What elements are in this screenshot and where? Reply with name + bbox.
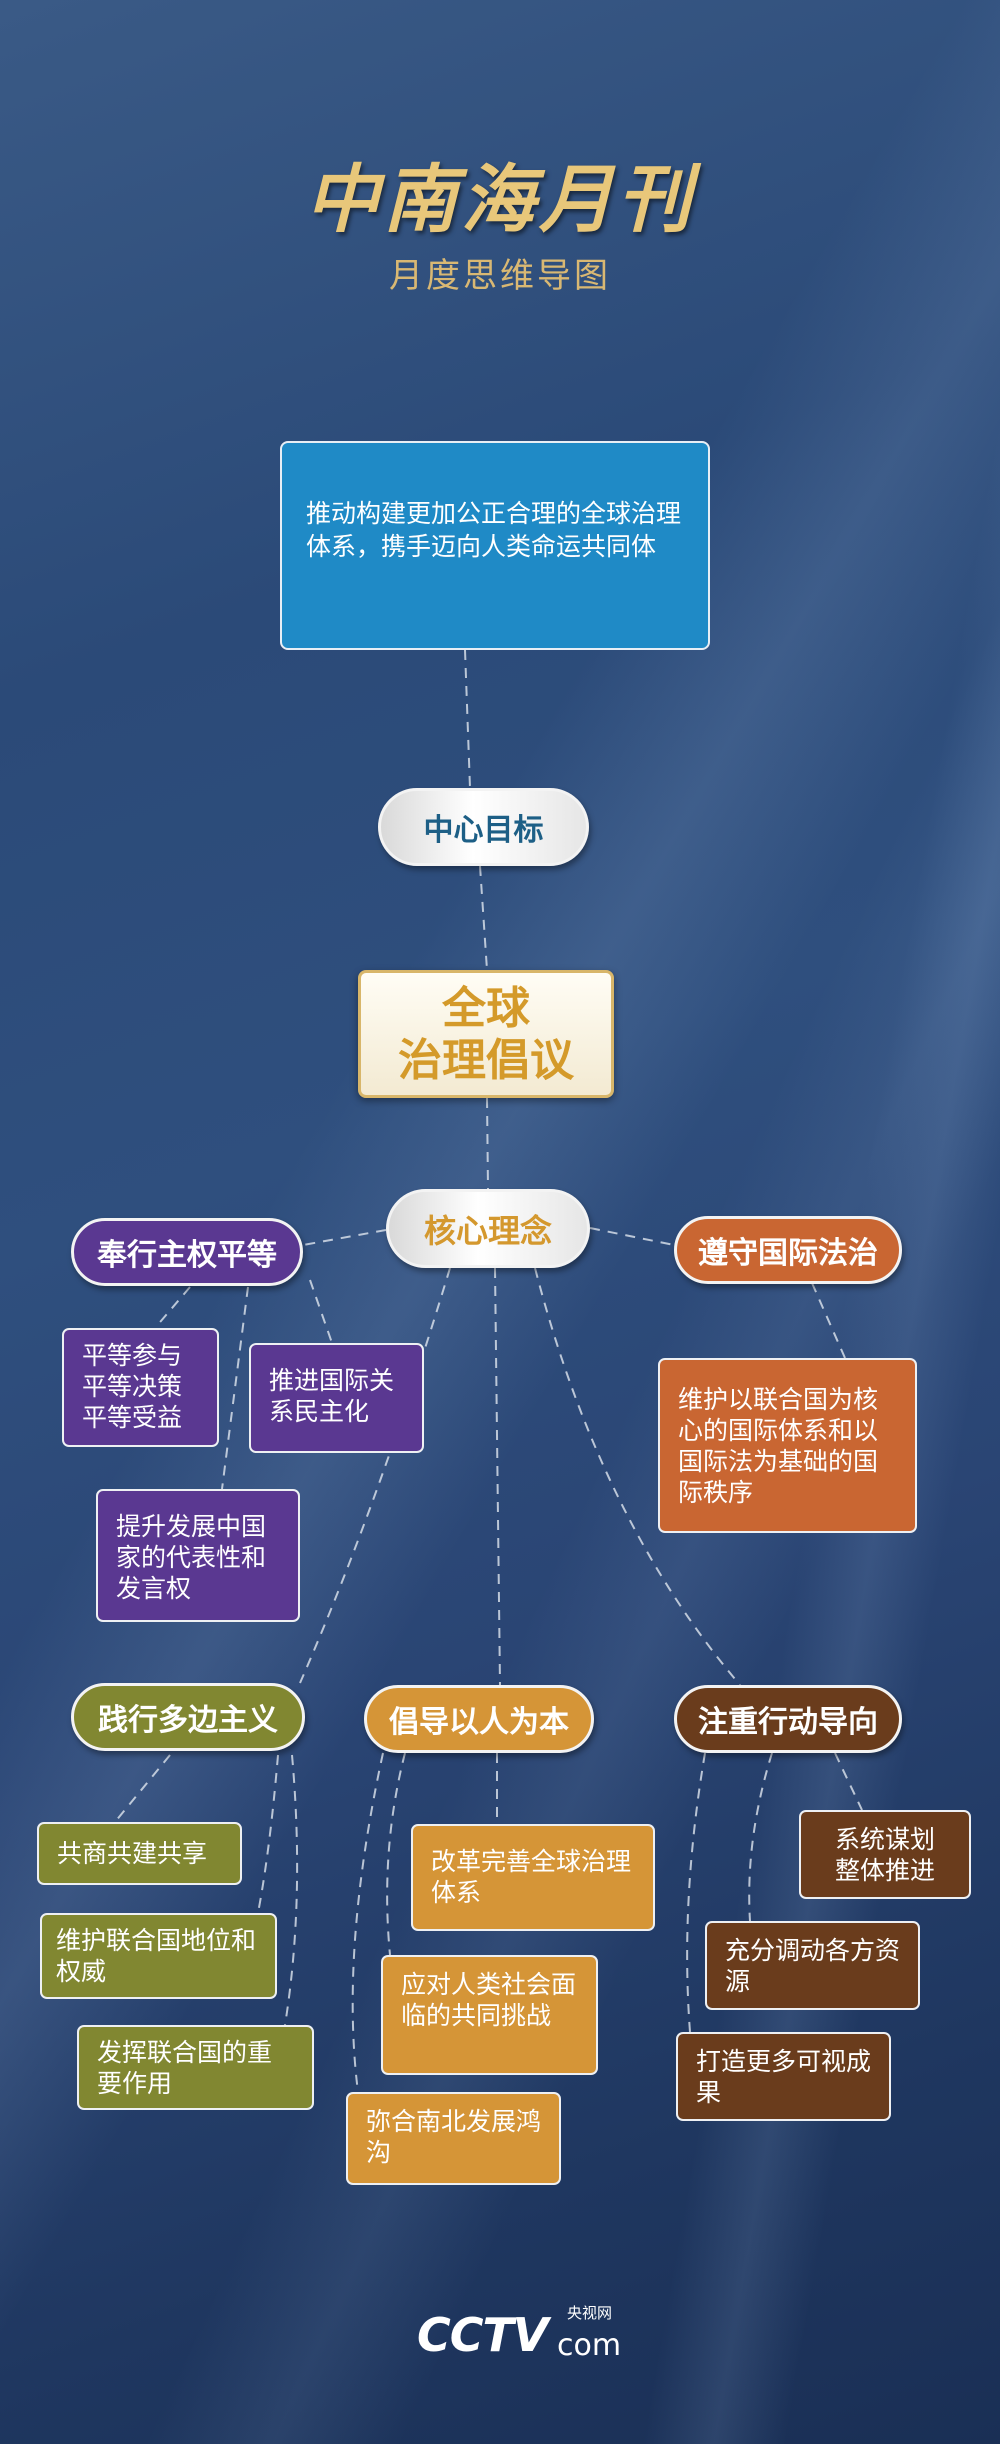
branch-item: 应对人类社会面临的共同挑战 [381, 1955, 598, 2075]
branch-action-oriented: 注重行动导向 [674, 1685, 902, 1753]
branch-item: 改革完善全球治理体系 [411, 1824, 655, 1931]
connector [257, 1754, 279, 1914]
connector [479, 865, 488, 971]
branch-item: 打造更多可视成果 [676, 2032, 891, 2121]
branch-item: 充分调动各方资源 [705, 1921, 920, 2010]
branch-item: 推进国际关系民主化 [249, 1343, 424, 1453]
connector [221, 1286, 249, 1490]
branch-item: 发挥联合国的重要作用 [77, 2025, 314, 2110]
cctv-logo-cn: 央视网 [567, 2304, 613, 2322]
connector [351, 1752, 384, 2093]
branch-item: 系统谋划 整体推进 [799, 1810, 971, 1899]
magazine-title: 中南海月刊 [305, 157, 695, 243]
goal-label-pill: 中心目标 [378, 788, 589, 866]
connector [811, 1282, 846, 1359]
connector [309, 1279, 333, 1344]
branch-item: 平等参与 平等决策 平等受益 [62, 1328, 219, 1447]
branch-multilateralism: 践行多边主义 [71, 1683, 305, 1751]
connector [114, 1754, 171, 1823]
branch-item: 提升发展中国家的代表性和发言权 [96, 1489, 300, 1622]
branch-item: 弥合南北发展鸿沟 [346, 2092, 561, 2185]
branch-item: 共商共建共享 [37, 1822, 242, 1885]
connector [834, 1752, 863, 1811]
cctv-logo-com: com [557, 2328, 622, 2363]
connector [284, 1754, 299, 2026]
connector [486, 1097, 489, 1190]
branch-item: 维护联合国地位和权威 [40, 1913, 277, 1999]
connector [748, 1752, 773, 1922]
branch-people-centered: 倡导以人为本 [364, 1685, 594, 1753]
core-concept-pill: 核心理念 [386, 1189, 590, 1268]
branch-item: 维护以联合国为核心的国际体系和以国际法为基础的国际秩序 [658, 1358, 917, 1533]
connector [686, 1752, 706, 2033]
connector [589, 1227, 675, 1246]
main-topic-line1: 全球 [442, 983, 530, 1034]
connector [494, 1267, 501, 1686]
magazine-subtitle: 月度思维导图 [389, 256, 611, 296]
connector [302, 1229, 387, 1246]
connector [154, 1286, 191, 1329]
connector [386, 1752, 406, 1956]
goal-box: 推动构建更加公正合理的全球治理体系，携手迈向人类命运共同体 [280, 441, 710, 650]
cctv-logo-mark: CCTV [417, 2308, 548, 2362]
main-topic-line2: 治理倡议 [398, 1035, 574, 1086]
connector [299, 1267, 451, 1684]
main-topic-box: 全球 治理倡议 [358, 970, 614, 1098]
branch-international-rule-of-law: 遵守国际法治 [674, 1216, 902, 1284]
branch-sovereign-equality: 奉行主权平等 [71, 1218, 303, 1286]
connector [464, 649, 471, 789]
cctv-logo: CCTV 央视网 com [417, 2304, 627, 2368]
